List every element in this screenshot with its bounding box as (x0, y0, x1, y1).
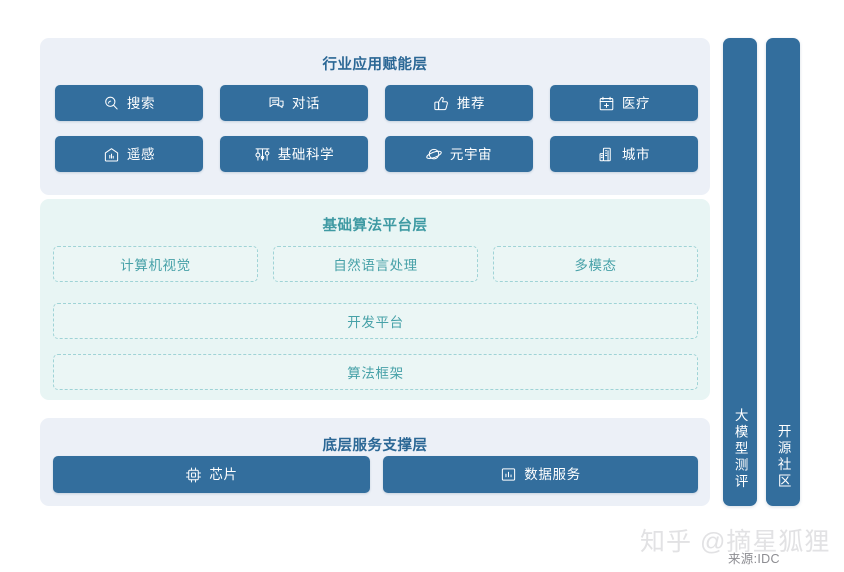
thumbs-up-icon (433, 95, 450, 112)
data-chart-icon (500, 466, 517, 483)
app-button-label: 遥感 (126, 146, 156, 162)
algorithm-box-nlp[interactable]: 自然语言处理 (273, 246, 478, 282)
app-button-label: 对话 (291, 95, 321, 111)
city-building-icon (598, 146, 615, 163)
layer-title-algorithm-platform: 基础算法平台层 (322, 218, 428, 234)
sidebar-open-source-community-label: 开源社区 (775, 424, 791, 490)
layer-title-infrastructure-service: 底层服务支撑层 (322, 438, 428, 454)
app-button-label: 推荐 (456, 95, 486, 111)
medical-calendar-icon (598, 95, 615, 112)
algorithm-box-label: 算法框架 (347, 366, 404, 381)
app-button-label: 医疗 (621, 95, 651, 111)
app-button-recommendation[interactable]: 推荐 (385, 85, 533, 121)
sidebar-model-evaluation[interactable]: 大模型测评 (723, 38, 757, 506)
app-button-label: 元宇宙 (449, 146, 493, 162)
layer-title-industry-application: 行业应用赋能层 (322, 57, 428, 73)
algorithm-box-multimodal[interactable]: 多模态 (493, 246, 698, 282)
remote-sensing-icon (103, 146, 120, 163)
app-button-label: 搜索 (126, 95, 156, 111)
search-icon (103, 95, 120, 112)
sidebar-open-source-community[interactable]: 开源社区 (766, 38, 800, 506)
algorithm-box-computer-vision[interactable]: 计算机视觉 (53, 246, 258, 282)
app-button-medical[interactable]: 医疗 (550, 85, 698, 121)
chip-icon (185, 466, 202, 483)
app-button-label: 城市 (621, 146, 651, 162)
app-button-dialogue[interactable]: 对话 (220, 85, 368, 121)
app-button-city[interactable]: 城市 (550, 136, 698, 172)
algorithm-box-framework[interactable]: 算法框架 (53, 354, 698, 390)
watermark: 知乎 @摘星狐狸 (640, 528, 831, 556)
infra-button-chip[interactable]: 芯片 (53, 456, 370, 493)
sidebar-model-evaluation-label: 大模型测评 (732, 407, 748, 491)
algorithm-box-label: 计算机视觉 (120, 258, 191, 273)
infra-button-label: 数据服务 (524, 467, 581, 483)
app-button-metaverse[interactable]: 元宇宙 (385, 136, 533, 172)
algorithm-box-label: 多模态 (574, 258, 617, 273)
algorithm-box-label: 自然语言处理 (333, 258, 418, 273)
app-button-label: 基础科学 (277, 146, 335, 162)
app-button-basic-science[interactable]: 基础科学 (220, 136, 368, 172)
chat-icon (268, 95, 285, 112)
algorithm-box-development-platform[interactable]: 开发平台 (53, 303, 698, 339)
metaverse-planet-icon (426, 146, 443, 163)
algorithm-box-label: 开发平台 (347, 315, 404, 330)
science-icon (254, 146, 271, 163)
app-button-remote-sensing[interactable]: 遥感 (55, 136, 203, 172)
source-label: 来源:IDC (728, 552, 780, 566)
app-button-search[interactable]: 搜索 (55, 85, 203, 121)
infra-button-data-service[interactable]: 数据服务 (383, 456, 698, 493)
infra-button-label: 芯片 (209, 467, 238, 483)
